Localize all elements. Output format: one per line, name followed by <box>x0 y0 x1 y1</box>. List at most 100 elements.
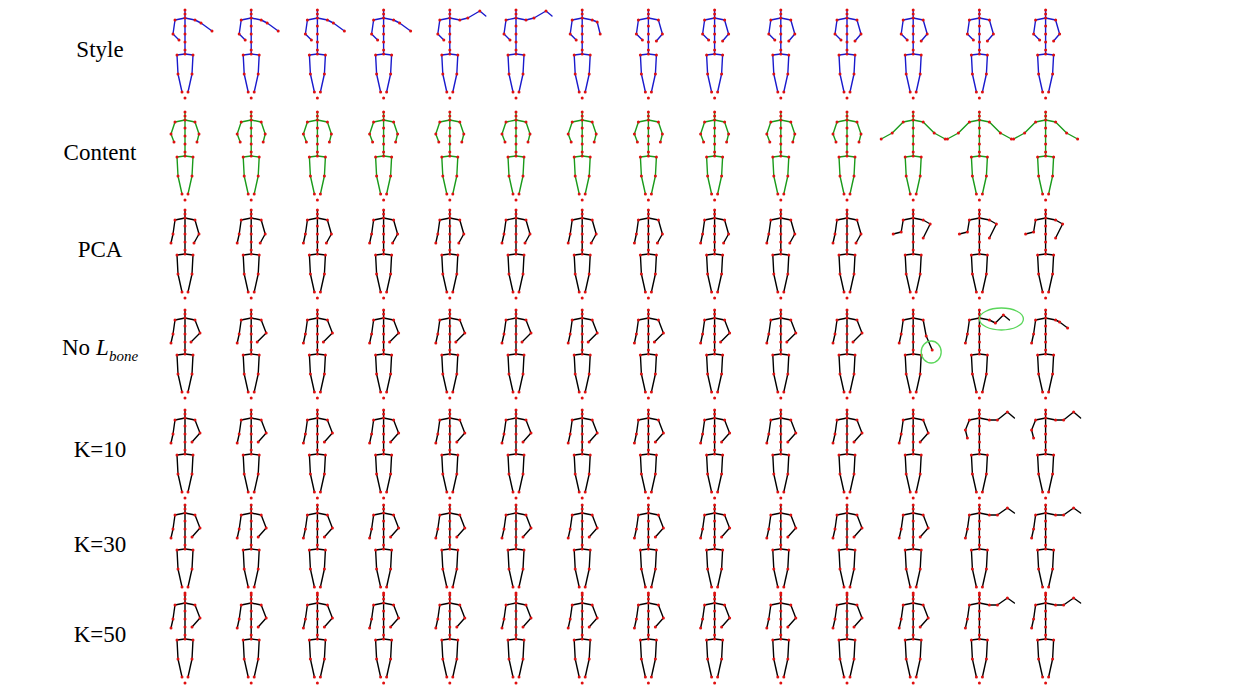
joint-dot <box>912 349 915 352</box>
joint-dot <box>326 319 329 322</box>
joint-dot <box>647 213 650 216</box>
bone <box>634 122 638 134</box>
joint-dot <box>522 175 525 178</box>
bone <box>195 122 199 134</box>
joint-dot <box>370 233 373 236</box>
joint-dot <box>978 41 981 44</box>
joint-dot <box>581 17 584 20</box>
joint-dot <box>705 354 708 357</box>
joint-dot <box>912 49 915 52</box>
joint-dot <box>846 341 849 344</box>
bone <box>916 176 920 194</box>
joint-dot <box>771 254 774 257</box>
joint-dot <box>1044 53 1047 56</box>
joint-dot <box>172 233 175 236</box>
joint-dot <box>437 141 440 144</box>
joint-dot <box>250 325 253 328</box>
joint-dot <box>501 133 504 136</box>
joint-dot <box>713 241 716 244</box>
joint-dot <box>192 354 195 357</box>
joint-dot <box>448 25 451 28</box>
bone <box>171 122 175 134</box>
joint-dot <box>462 233 465 236</box>
skeleton-figure <box>436 9 486 100</box>
joint-dot <box>1044 135 1047 138</box>
joint-dot <box>316 353 319 356</box>
bone <box>923 224 930 238</box>
joint-dot <box>456 54 459 57</box>
joint-dot <box>912 155 915 158</box>
joint-dot <box>507 254 510 257</box>
joint-dot <box>316 325 319 328</box>
bone <box>1049 176 1053 194</box>
joint-dot <box>379 91 382 94</box>
bone <box>456 333 465 342</box>
joint-dot <box>1036 156 1039 159</box>
bone <box>784 74 788 92</box>
joint-dot <box>512 91 515 94</box>
bone <box>383 18 384 54</box>
joint-dot <box>253 91 256 94</box>
joint-dot <box>505 19 508 22</box>
joint-dot <box>846 33 849 36</box>
bone <box>781 120 791 122</box>
joint-dot <box>779 341 782 344</box>
joint-dot <box>578 91 581 94</box>
bone <box>506 18 516 20</box>
skeleton-figure <box>172 9 214 100</box>
joint-dot <box>247 391 250 394</box>
joint-dot <box>861 332 864 335</box>
bone <box>184 18 185 54</box>
joint-dot <box>647 249 650 252</box>
joint-dot <box>765 342 768 345</box>
bone <box>310 274 314 292</box>
joint-dot <box>647 253 650 256</box>
joint-dot <box>176 354 179 357</box>
joint-dot <box>316 217 319 220</box>
bone <box>651 374 655 392</box>
joint-dot <box>191 73 194 76</box>
bone <box>1049 274 1053 292</box>
bone <box>982 274 986 292</box>
joint-dot <box>647 313 650 316</box>
joint-dot <box>909 91 912 94</box>
bone <box>508 255 509 274</box>
joint-dot <box>771 54 774 57</box>
joint-dot <box>912 17 915 20</box>
joint-dot <box>445 391 448 394</box>
joint-dot <box>515 233 518 236</box>
joint-dot <box>396 133 399 136</box>
joint-dot <box>835 141 838 144</box>
joint-dot <box>912 143 915 146</box>
joint-dot <box>390 156 393 159</box>
joint-dot <box>184 53 187 56</box>
joint-dot <box>515 241 518 244</box>
bone <box>640 355 641 374</box>
joint-dot <box>174 319 177 322</box>
joint-dot <box>187 91 190 94</box>
joint-dot <box>508 73 511 76</box>
joint-dot <box>1044 49 1047 52</box>
joint-dot <box>721 156 724 159</box>
joint-dot <box>257 73 260 76</box>
joint-dot <box>382 151 385 154</box>
joint-dot <box>382 313 385 316</box>
bone <box>575 374 579 392</box>
joint-dot <box>978 249 981 252</box>
joint-dot <box>250 225 253 228</box>
bone <box>384 18 394 20</box>
joint-dot <box>316 241 319 244</box>
bone <box>526 220 530 234</box>
joint-dot <box>177 175 180 178</box>
bone <box>640 255 641 274</box>
joint-dot <box>900 33 903 36</box>
joint-dot <box>581 53 584 56</box>
joint-dot <box>849 391 852 394</box>
joint-dot <box>596 332 599 335</box>
joint-dot <box>836 19 839 22</box>
joint-dot <box>647 217 650 220</box>
bone <box>309 157 310 176</box>
joint-dot <box>644 91 647 94</box>
bone <box>1067 133 1078 139</box>
joint-dot <box>440 254 443 257</box>
